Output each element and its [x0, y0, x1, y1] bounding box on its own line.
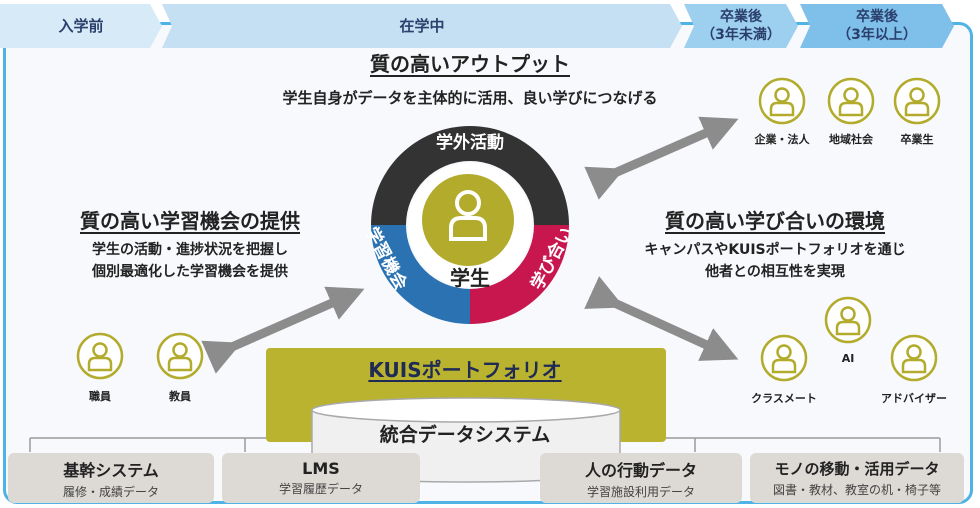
student-ring — [371, 126, 569, 324]
phase-graduate-under3: 卒業後 （3年未満） — [684, 4, 798, 48]
learning-opportunity-line1: 学生の活動・進捗状況を把握し — [92, 242, 288, 258]
core-system-box: 基幹システム 履修・成績データ — [8, 453, 214, 503]
ring-segment-outside-activities — [371, 126, 569, 225]
lms-box: LMS 学習履歴データ — [222, 453, 420, 503]
community-label: 地域社会 — [829, 133, 873, 146]
output-subtitle: 学生自身がデータを主体的に活用、良い学びにつなげる — [282, 89, 658, 107]
core-system-title: 基幹システム — [63, 460, 159, 480]
phase-graduate-over3: 卒業後 （3年以上） — [800, 4, 954, 48]
phase-pre-enrollment: 入学前 — [0, 4, 162, 48]
community-icon — [827, 77, 875, 125]
object-movement-title: モノの移動・活用データ — [774, 460, 940, 478]
learning-opportunity-title: 質の高い学習機会の提供 — [80, 209, 300, 233]
ring-segment-mutual-learning — [470, 225, 569, 324]
arrow-staff — [201, 286, 365, 374]
advisor-label: アドバイザー — [881, 392, 947, 405]
staff-label: 職員 — [89, 390, 111, 403]
faculty-icon — [156, 332, 204, 380]
lms-sub: 学習履歴データ — [278, 482, 363, 496]
company-icon — [758, 77, 806, 125]
student-label: 学生 — [450, 266, 490, 290]
arrow-peers — [584, 276, 739, 361]
alumni-label: 卒業生 — [900, 133, 934, 146]
mutual-learning-line2: 他者との相互性を実現 — [705, 264, 845, 280]
human-behavior-title: 人の行動データ — [584, 460, 697, 480]
ring-segment-label-outside: 学外活動 — [436, 133, 504, 153]
classmate-label: クラスメート — [751, 392, 817, 405]
lms-title: LMS — [302, 459, 340, 478]
core-system-sub: 履修・成績データ — [62, 484, 159, 499]
integration-label: 統合データシステム — [379, 424, 551, 446]
human-behavior-sub: 学習施設利用データ — [586, 484, 695, 499]
faculty-label: 教員 — [169, 390, 191, 403]
human-behavior-box: 人の行動データ 学習施設利用データ — [540, 453, 742, 503]
alumni-icon — [893, 77, 941, 125]
arrow-external — [584, 116, 739, 200]
ai-icon — [824, 296, 872, 344]
ring-segment-learning-opportunity — [371, 225, 470, 324]
advisor-icon — [890, 334, 938, 382]
mutual-learning-title: 質の高い学び合いの環境 — [665, 209, 885, 233]
classmate-icon — [760, 334, 808, 382]
portfolio-label: KUISポートフォリオ — [368, 358, 562, 382]
mutual-learning-line1: キャンパスやKUISポートフォリオを通じ — [644, 242, 906, 258]
output-title: 質の高いアウトプット — [370, 52, 570, 76]
object-movement-sub: 図書・教材、教室の机・椅子等 — [772, 483, 941, 497]
object-movement-box: モノの移動・活用データ 図書・教材、教室の机・椅子等 — [750, 453, 964, 503]
phase-enrolled: 在学中 — [162, 4, 682, 48]
ai-label: AI — [841, 352, 855, 365]
learning-opportunity-line2: 個別最適化した学習機会を提供 — [92, 264, 288, 280]
company-label: 企業・法人 — [754, 133, 810, 146]
staff-icon — [76, 332, 124, 380]
